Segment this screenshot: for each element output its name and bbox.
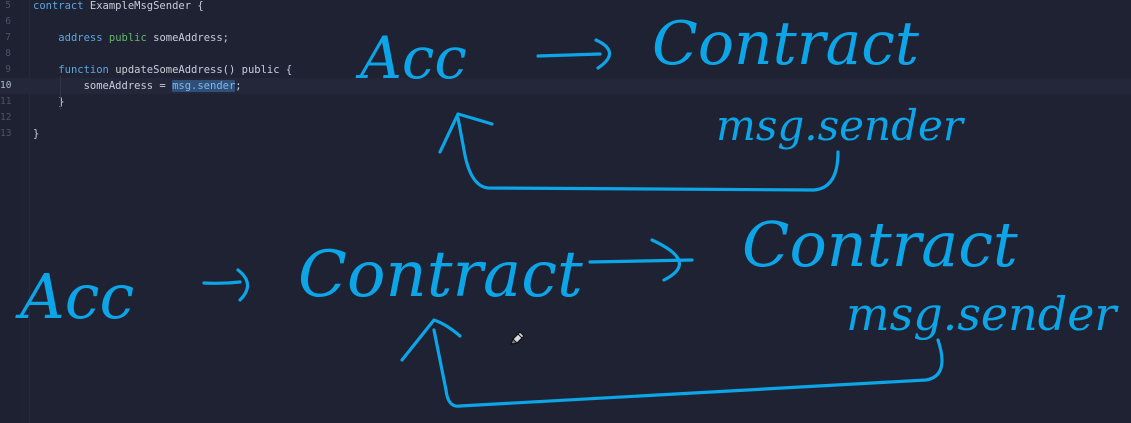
annotation-top-from: Acc <box>355 24 467 92</box>
code-line[interactable]: 13} <box>0 126 1131 142</box>
return-arrow-bottom-head <box>400 318 462 362</box>
code-line[interactable]: 11 } <box>0 94 1131 110</box>
code-token: } <box>33 128 40 140</box>
code-token: ; <box>235 80 242 92</box>
arrow-bottom-2-head <box>650 238 681 282</box>
line-number: 10 <box>0 80 12 91</box>
arrow-top-shaft <box>536 52 602 58</box>
indent-guide <box>60 76 61 110</box>
line-number: 5 <box>5 0 11 11</box>
arrow-bottom-1-head <box>236 268 250 302</box>
code-text[interactable]: address public someAddress; <box>33 30 229 46</box>
annotation-top-note: msg.sender <box>716 101 966 150</box>
code-line[interactable]: 6 <box>0 14 1131 30</box>
arrow-top-head <box>594 38 612 70</box>
line-number-gutter <box>0 0 22 423</box>
selected-text: msg.sender <box>172 80 236 92</box>
annotation-top-to: Contract <box>652 9 920 79</box>
line-number: 12 <box>0 112 12 123</box>
code-token: function <box>58 64 109 76</box>
code-line[interactable]: 10 someAddress = msg.sender; <box>0 78 1131 94</box>
line-number: 6 <box>5 16 11 27</box>
code-token: someAddress; <box>146 32 230 44</box>
code-token: contract <box>33 0 84 12</box>
annotation-bottom-note: msg.sender <box>846 287 1119 341</box>
code-text[interactable]: contract ExampleMsgSender { <box>33 0 204 14</box>
return-arrow-bottom-line <box>432 328 944 408</box>
pencil-cursor-icon <box>508 330 526 348</box>
line-number: 8 <box>5 48 11 59</box>
code-token: address <box>58 32 103 44</box>
annotation-bottom-middle: Contract <box>298 238 583 312</box>
annotation-bottom-to: Contract <box>742 208 1018 281</box>
line-number: 11 <box>0 96 12 107</box>
return-arrow-top-head <box>438 112 494 154</box>
code-text[interactable]: } <box>33 126 39 142</box>
code-line[interactable]: 12 <box>0 110 1131 126</box>
gutter-separator <box>29 0 30 423</box>
code-token: someAddress = <box>33 80 173 92</box>
code-line[interactable]: 9 function updateSomeAddress() public { <box>0 62 1131 78</box>
code-token: } <box>33 96 65 108</box>
code-token: ExampleMsgSender { <box>83 0 204 12</box>
arrow-bottom-2-shaft <box>588 258 694 264</box>
code-line[interactable]: 5 contract ExampleMsgSender { <box>0 0 1131 14</box>
line-number: 13 <box>0 128 12 139</box>
code-token: public <box>108 32 147 44</box>
code-line[interactable]: 7 address public someAddress; <box>0 30 1131 46</box>
line-number: 7 <box>5 32 11 43</box>
code-text[interactable]: function updateSomeAddress() public { <box>33 62 292 78</box>
code-line[interactable]: 8 <box>0 46 1131 62</box>
code-token: updateSomeAddress() public { <box>108 64 293 76</box>
line-number: 9 <box>5 64 11 75</box>
annotation-bottom-from: Acc <box>15 260 134 333</box>
return-arrow-top-line <box>456 116 840 192</box>
code-text[interactable]: someAddress = msg.sender; <box>33 78 242 94</box>
arrow-bottom-1-shaft <box>202 280 242 285</box>
code-text[interactable]: } <box>33 94 65 110</box>
